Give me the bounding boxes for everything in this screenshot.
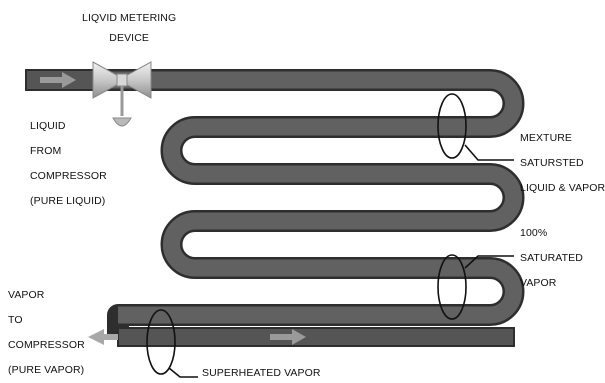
label-line: LIQUID bbox=[30, 120, 66, 132]
label-line: LIQVID METERING bbox=[82, 12, 177, 24]
saturated-vapor-label: 100% SATURATED VAPOR bbox=[520, 221, 583, 296]
label-line: LIQUID & VAPOR bbox=[520, 182, 605, 194]
superheated-vapor-label: SUPERHEATED VAPOR bbox=[202, 367, 321, 379]
flow-arrow-icon bbox=[88, 329, 118, 345]
liquid-from-compressor-label: LIQUID FROM COMPRESSOR (PURE LIQUID) bbox=[30, 114, 107, 214]
label-line: VAPOR bbox=[520, 277, 557, 289]
flow-arrow-icon bbox=[270, 329, 306, 345]
label-line: SATURSTED bbox=[520, 157, 584, 169]
evaporator-tube bbox=[25, 69, 525, 347]
label-line: SATURATED bbox=[520, 252, 583, 264]
mixture-label: MEXTURE SATURSTED LIQUID & VAPOR bbox=[520, 126, 605, 201]
label-line: (PURE LIQUID) bbox=[30, 195, 106, 207]
metering-valve-icon bbox=[92, 61, 152, 127]
label-line: COMPRESSOR bbox=[30, 170, 107, 182]
metering-device-label: LIQVID METERING DEVICE bbox=[82, 8, 176, 48]
label-line: FROM bbox=[30, 145, 62, 157]
callout-ellipse-icon bbox=[437, 254, 514, 320]
label-line: TO bbox=[8, 314, 23, 326]
label-line: DEVICE bbox=[109, 32, 149, 44]
label-line: COMPRESSOR bbox=[8, 339, 85, 351]
callout-ellipse-icon bbox=[146, 309, 198, 378]
label-line: VAPOR bbox=[8, 289, 45, 301]
callout-ellipse-icon bbox=[437, 93, 514, 161]
label-line: (PURE VAPOR) bbox=[8, 364, 85, 376]
vapor-to-compressor-label: VAPOR TO COMPRESSOR (PURE VAPOR) bbox=[8, 283, 85, 383]
label-line: 100% bbox=[520, 227, 548, 239]
flow-arrow-icon bbox=[40, 72, 76, 88]
label-line: MEXTURE bbox=[520, 132, 573, 144]
